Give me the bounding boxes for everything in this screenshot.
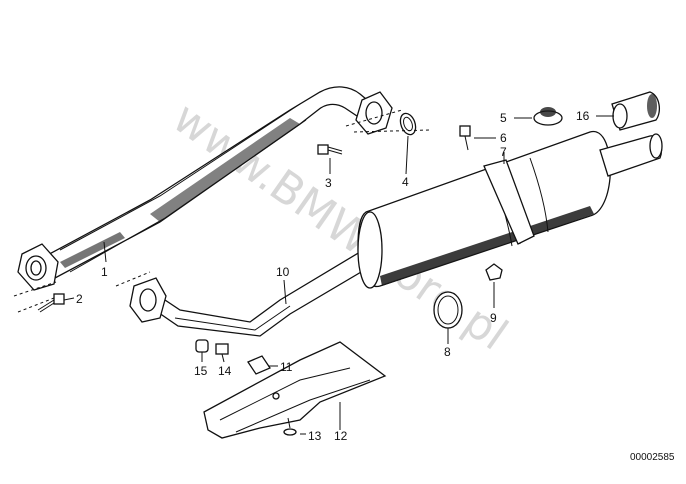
clamp-15 (195, 339, 209, 353)
intermediate-pipe (129, 245, 379, 337)
heat-shield (203, 341, 387, 439)
rubber-mount-5 (533, 107, 563, 126)
callout-8: 8 (444, 345, 451, 359)
gasket-ring-8 (433, 291, 463, 329)
callout-14: 14 (218, 364, 232, 378)
leader-lines (13, 109, 614, 435)
bolt-6 (459, 125, 471, 151)
tail-sleeve-16 (611, 91, 661, 131)
nut-9 (485, 263, 503, 281)
clip-11 (247, 355, 271, 375)
callout-6: 6 (500, 131, 507, 145)
callout-7: 7 (500, 145, 507, 159)
callout-9: 9 (490, 311, 497, 325)
diagram-code: 00002585 (630, 452, 675, 463)
bolt-2 (37, 293, 65, 313)
callout-12: 12 (334, 429, 348, 443)
rear-muffler (357, 130, 663, 289)
callout-10: 10 (276, 265, 290, 279)
callout-5: 5 (500, 111, 507, 125)
callout-4: 4 (402, 175, 409, 189)
gasket-ring-4 (399, 112, 417, 136)
callout-1: 1 (101, 265, 108, 279)
callout-15: 15 (194, 364, 208, 378)
callout-11: 11 (280, 360, 293, 374)
front-exhaust-pipe (17, 86, 393, 291)
screw-13 (283, 417, 297, 436)
callout-3: 3 (325, 176, 332, 190)
callout-13: 13 (308, 429, 322, 443)
callout-16: 16 (576, 109, 590, 123)
bolt-3 (317, 144, 343, 155)
clamp-14 (215, 343, 229, 355)
callout-2: 2 (76, 292, 83, 306)
